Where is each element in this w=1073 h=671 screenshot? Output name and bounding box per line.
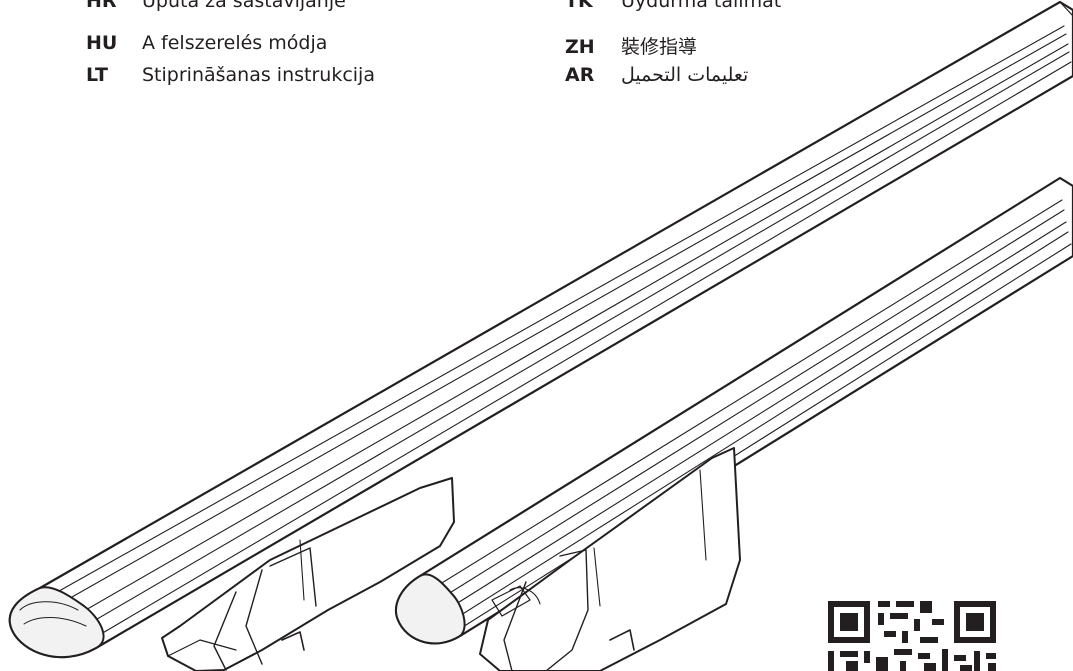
language-row-tk: TK Uydurma talimat [565,0,781,16]
language-title: 裝修指導 [621,36,698,58]
language-title: تعليمات التحميل [621,64,749,86]
language-row-hr: HR Uputa za sastavljanje [86,0,346,16]
language-row-zh: ZH 裝修指導 [565,32,697,58]
language-code: HR [86,0,117,12]
language-code: TK [565,0,593,12]
crossbar-front [8,0,1073,671]
language-code: ZH [565,36,595,58]
language-title: Uputa za sastavljanje [142,0,346,12]
language-list: HR Uputa za sastavljanje HU A felszerelé… [0,0,1073,100]
qr-code [824,597,1000,671]
crossbar-rear [394,176,1073,671]
language-title: Stiprināšanas instrukcija [142,64,375,86]
language-code: HU [86,32,118,54]
language-code: AR [565,64,595,86]
language-code: LT [86,64,108,86]
language-title: A felszerelés módja [142,32,328,54]
language-title: Uydurma talimat [621,0,782,12]
language-row-lt: LT Stiprināšanas instrukcija [86,64,375,90]
language-row-ar: AR تعليمات التحميل [565,64,748,90]
language-row-hu: HU A felszerelés módja [86,32,327,58]
